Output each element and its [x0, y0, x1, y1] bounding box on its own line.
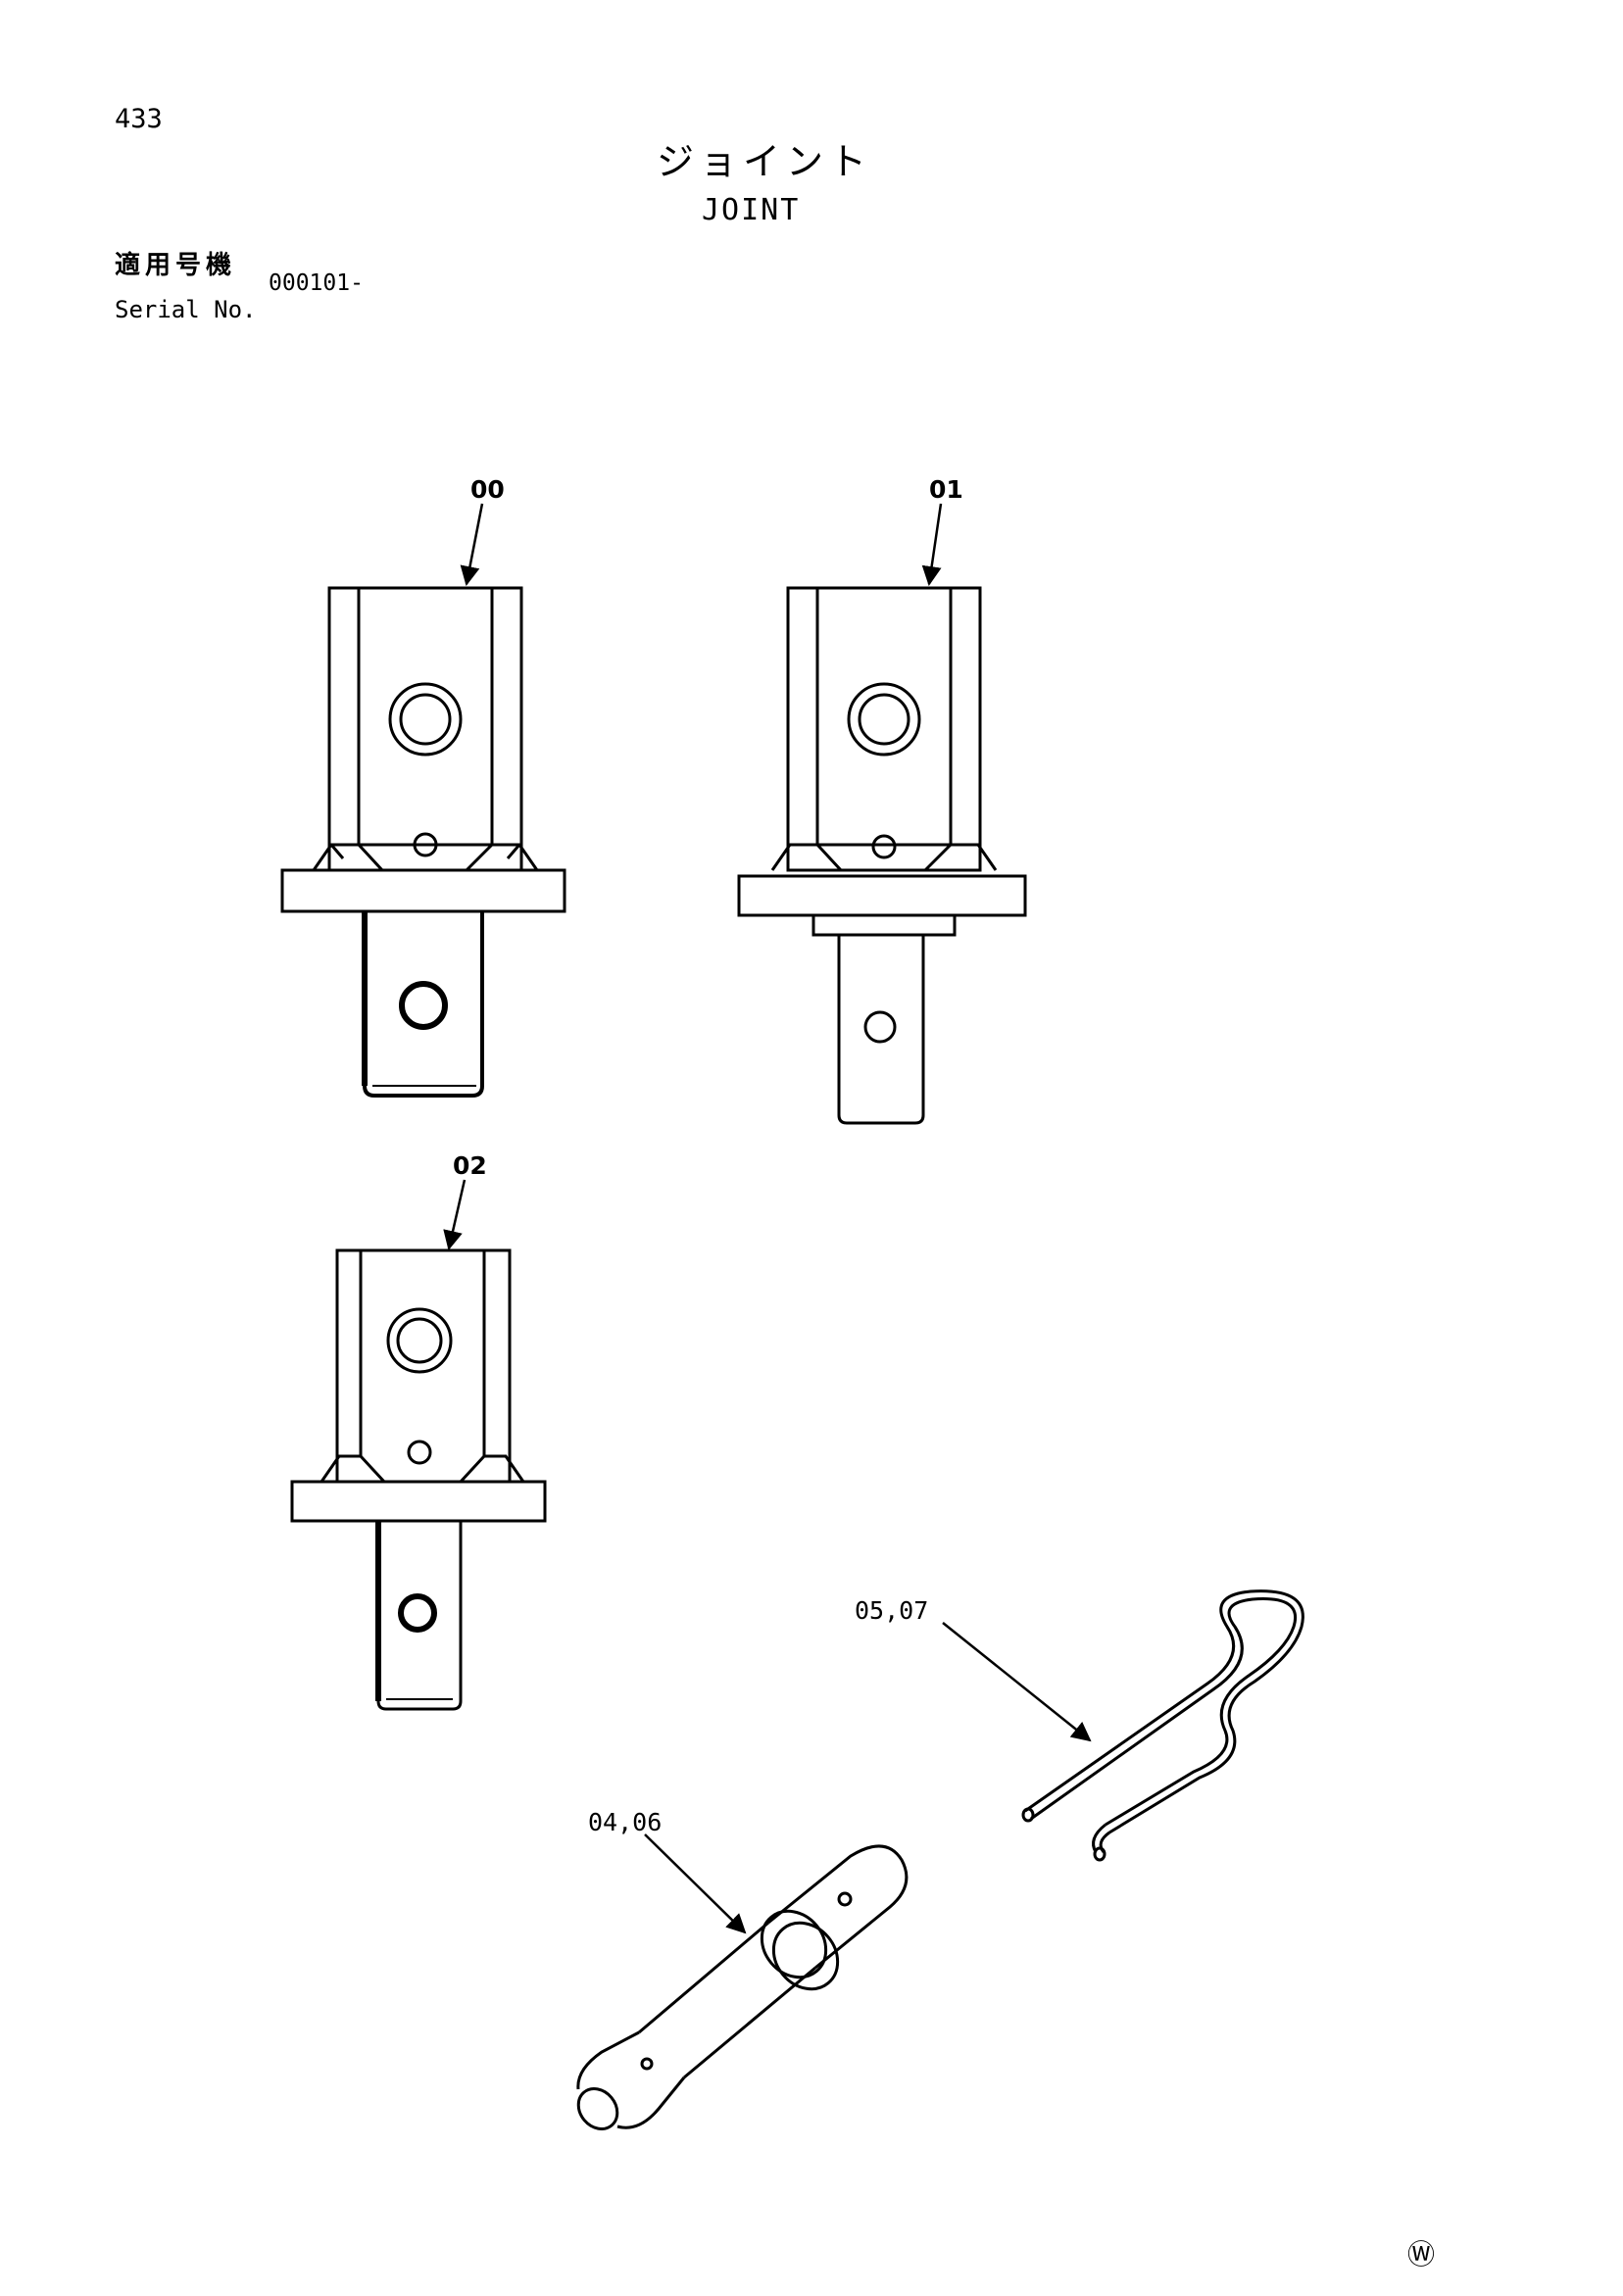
pin-part-04-06: 04,06 [576, 1808, 909, 2130]
serial-number-value: 000101- [269, 270, 364, 296]
publisher-mark: Ⓦ [1407, 2238, 1436, 2271]
r-clip-part-05-07: 05,07 [855, 1589, 1304, 1862]
joint-part-02: 02 [290, 1151, 547, 1711]
leader-arrow-04-06 [644, 1833, 747, 1934]
title-english: JOINT [702, 193, 801, 227]
leader-arrow-05-07 [942, 1622, 1092, 1742]
leader-arrow-01 [921, 503, 943, 586]
joint-part-01: 01 [737, 475, 1027, 1125]
callout-00: 00 [470, 475, 505, 504]
serial-label-japanese: 適用号機 [115, 251, 237, 280]
callout-04-06: 04,06 [588, 1808, 662, 1836]
title-japanese: ジョイント [657, 140, 873, 183]
callout-02: 02 [453, 1151, 487, 1180]
callout-05-07: 05,07 [855, 1596, 928, 1625]
serial-label-english: Serial No. [115, 296, 257, 323]
leader-arrow-02 [443, 1179, 467, 1250]
leader-arrow-00 [460, 503, 484, 586]
joint-part-00: 00 [280, 475, 566, 1098]
callout-01: 01 [929, 475, 963, 504]
page-number: 433 [115, 104, 163, 134]
